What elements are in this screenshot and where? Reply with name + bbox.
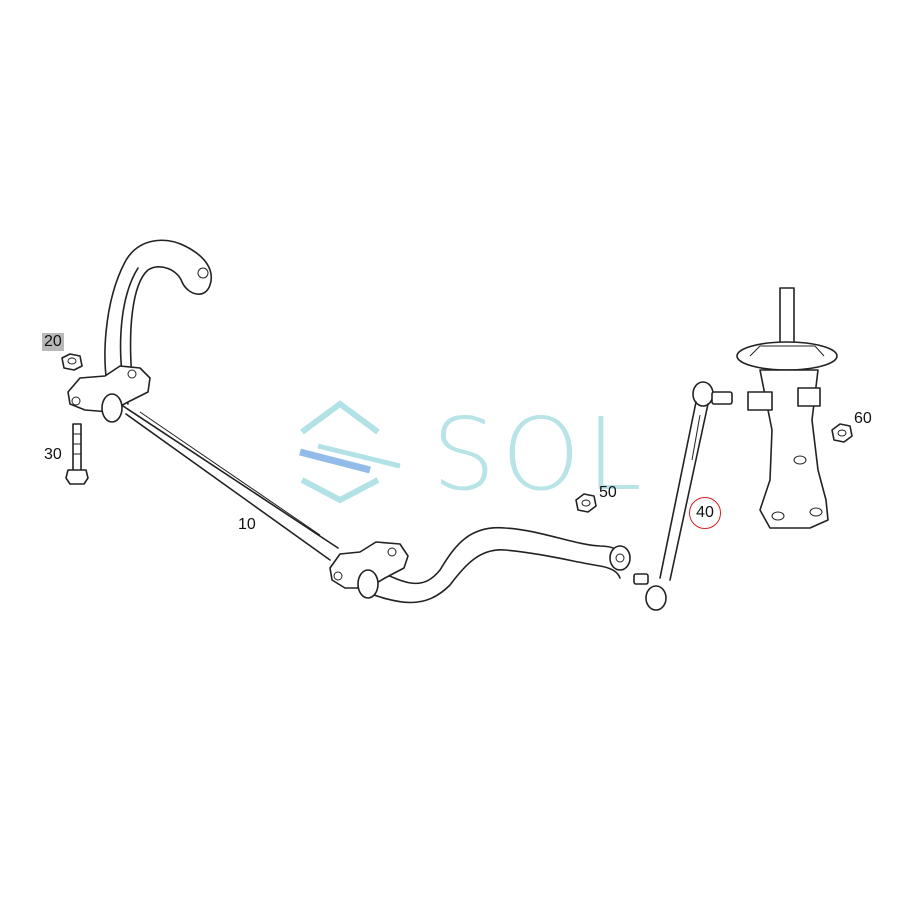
- callout-10: 10: [238, 516, 256, 533]
- right-bushing-bracket: [329, 541, 409, 599]
- callout-30: 30: [44, 446, 62, 463]
- link-rod-40: [633, 381, 733, 611]
- nut-60-icon: [831, 423, 853, 443]
- callout-50: 50: [599, 484, 617, 501]
- stabilizer-bar: [104, 239, 631, 604]
- callout-60: 60: [854, 410, 872, 427]
- watermark-text: SOL: [432, 396, 648, 513]
- nut-50-icon: [575, 493, 597, 513]
- nut-20-icon: [61, 353, 83, 371]
- callout-20: 20: [42, 333, 64, 351]
- callout-40: 40: [689, 497, 721, 529]
- watermark-logo-icon: [299, 400, 401, 504]
- bolt-30-icon: [65, 423, 89, 485]
- strut-assembly: [736, 287, 838, 529]
- left-bushing-bracket: [67, 365, 151, 423]
